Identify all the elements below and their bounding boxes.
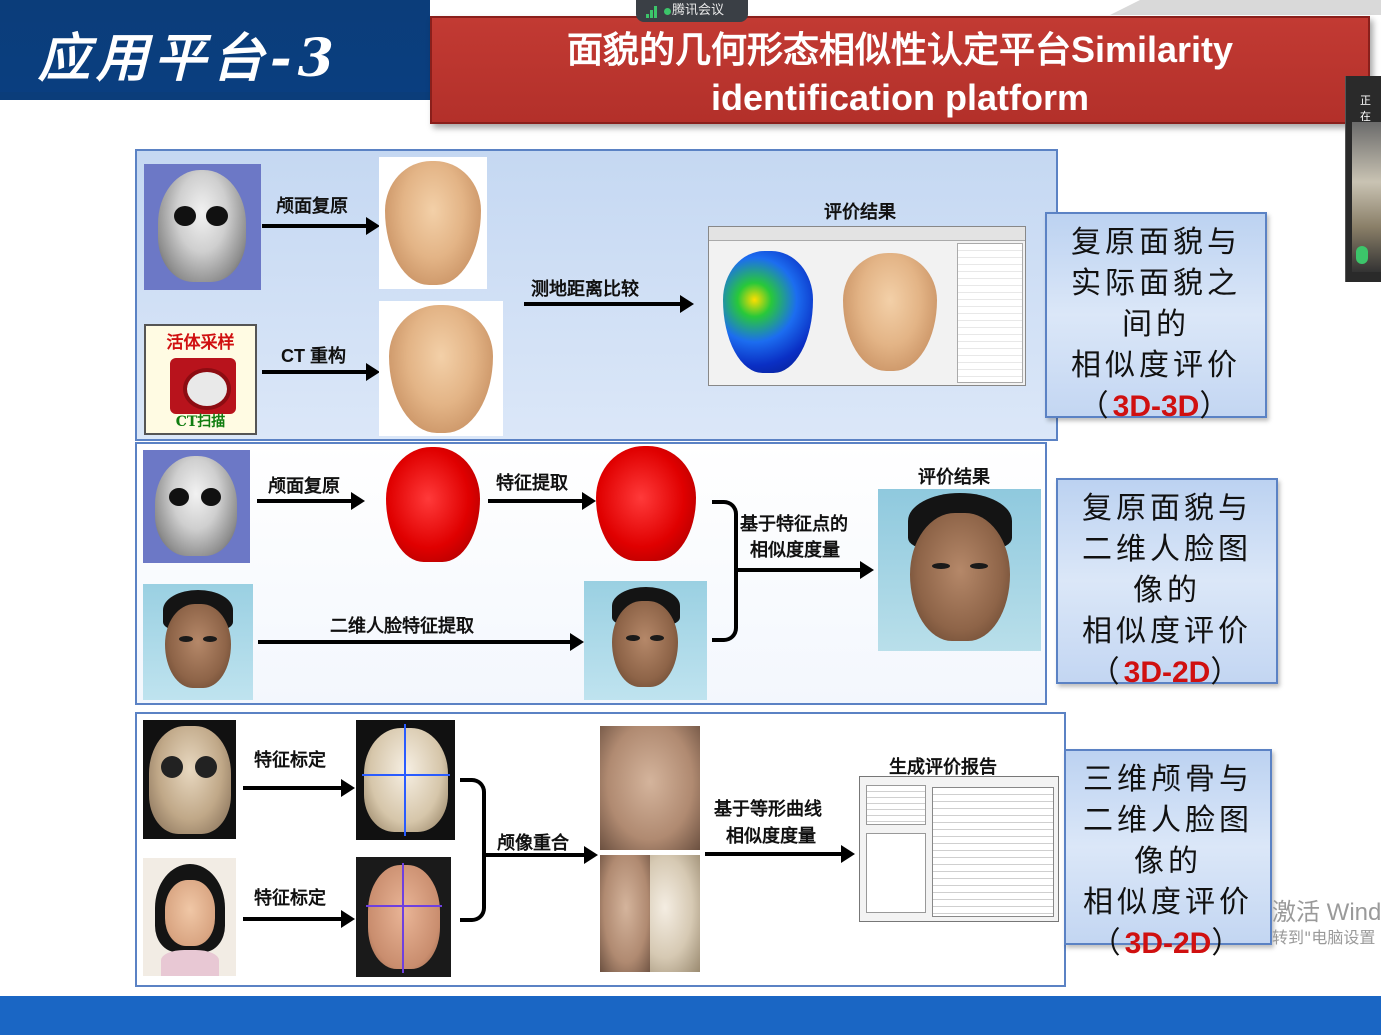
desc-line-3: 像的 [1134,844,1202,879]
desc-tag: 3D-3D [1112,390,1200,423]
skull-frontal-image [143,720,236,839]
desc-box-3d-2d-features: 复原面貌与 二维人脸图 像的 相似度评价 （3D-2D） [1056,478,1278,690]
eval-face-3d [843,253,937,371]
arrow-2d-extract [258,633,584,651]
heatmap-face [723,251,813,373]
report-table [932,787,1054,917]
desc-line-4: 相似度评价 [1082,614,1252,649]
label-generate-report: 生成评价报告 [889,757,997,778]
desc-tag: 3D-2D [1123,656,1211,689]
arrow-similarity-2 [738,561,874,579]
label-feature-point-method-1: 基于特征点的 [740,514,848,535]
desc-tag-line: （3D-3D） [1078,389,1234,424]
label-craniofacial-restore: 颅面复原 [276,196,348,217]
elder-face-skull-overlay [600,855,700,972]
result-face-photo [878,489,1041,651]
label-eval-result-2: 评价结果 [918,467,990,488]
meeting-app-name: 腾讯会议 [672,3,725,18]
meeting-status-pill[interactable]: 腾讯会议 [636,0,748,22]
suspect-photo-landmarks [584,581,707,700]
label-geodesic-compare: 测地距离比较 [531,279,639,300]
arrow-ct [262,363,380,381]
label-craniofacial-restore-2: 颅面复原 [268,476,340,497]
woman-landmarks-image [356,857,451,977]
title-line-2: identification platform [711,77,1089,118]
label-ct-reconstruct: CT 重构 [281,346,346,366]
desc-line-1: 三维颅骨与 [1083,762,1253,797]
evaluation-software-window [708,226,1026,386]
skull-image [144,164,261,290]
desc-line-3: 间的 [1122,307,1190,342]
label-contour-method-2: 相似度度量 [726,826,816,847]
title-text: 面貌的几何形态相似性认定平台Similarity identification … [432,26,1368,122]
desc-tag-line: （3D-2D） [1089,655,1245,690]
desc-line-2: 二维人脸图 [1083,803,1253,838]
actual-face-3d [379,301,503,436]
arrow-restore [262,217,380,235]
desc-line-4: 相似度评价 [1083,885,1253,920]
status-dot-icon [664,8,671,15]
elder-face-landmarks [600,726,700,850]
ct-scanner-icon [170,358,236,414]
skull-landmarks-image [356,720,455,840]
ct-scan-sample-box: 活体采样 CT扫描 [144,324,257,435]
title-banner: 面貌的几何形态相似性认定平台Similarity identification … [430,16,1370,124]
desc-tag-line: （3D-2D） [1090,926,1246,961]
microphone-icon[interactable] [1356,246,1368,264]
restored-face-3d [379,157,487,289]
feature-face-red [596,446,696,561]
label-feature-point-method-2: 相似度度量 [750,540,840,561]
desc-tag: 3D-2D [1124,927,1212,960]
desc-line-2: 二维人脸图 [1082,532,1252,567]
app-title: 应用平台-3 [38,28,340,89]
arrow-feature-extract [488,492,596,510]
label-contour-method-1: 基于等形曲线 [714,799,822,820]
header-grey-strip [1110,0,1381,15]
desc-line-2: 实际面貌之 [1071,266,1241,301]
speaking-label: 正在 [1360,94,1371,123]
label-2d-feature-extract: 二维人脸特征提取 [330,616,474,637]
arrow-similarity-3 [705,845,855,863]
label-eval-result-1: 评价结果 [824,202,896,223]
desc-line-1: 复原面貌与 [1071,225,1241,260]
windows-activation-hint: 转到"电脑设置 [1272,928,1376,947]
eval-toolbar [709,227,1025,241]
participant-video-tile[interactable]: 正在 [1345,76,1381,282]
restored-face-red [386,447,480,562]
desc-box-skull-2d: 三维颅骨与 二维人脸图 像的 相似度评价 （3D-2D） [1064,749,1272,961]
ct-box-subtitle: CT扫描 [175,414,226,430]
eval-data-table [957,243,1023,383]
desc-line-1: 复原面貌与 [1082,491,1252,526]
label-feature-mark-1: 特征标定 [254,750,326,771]
woman-photo [143,858,236,976]
footer-bar [0,996,1381,1035]
brace-merge-3 [460,778,486,922]
label-feature-extract: 特征提取 [496,473,568,494]
windows-activation-watermark: 激活 Wind [1272,899,1381,926]
arrow-superimpose [486,846,598,864]
label-superimpose: 颅像重合 [497,833,569,854]
arrow-geodesic [524,295,694,313]
skull-image-2 [143,450,250,563]
arrow-restore-2 [257,492,365,510]
evaluation-report-window [859,776,1059,922]
brace-merge-2 [712,500,738,642]
desc-line-3: 像的 [1133,573,1201,608]
ct-box-title: 活体采样 [166,333,235,353]
desc-box-3d-3d: 复原面貌与 实际面貌之 间的 相似度评价 （3D-3D） [1045,212,1267,424]
label-feature-mark-2: 特征标定 [254,888,326,909]
suspect-photo [143,584,253,700]
arrow-mark-1 [243,779,355,797]
desc-line-4: 相似度评价 [1071,348,1241,383]
arrow-mark-2 [243,910,355,928]
title-line-1: 面貌的几何形态相似性认定平台Similarity [566,29,1234,70]
signal-icon [646,6,660,18]
